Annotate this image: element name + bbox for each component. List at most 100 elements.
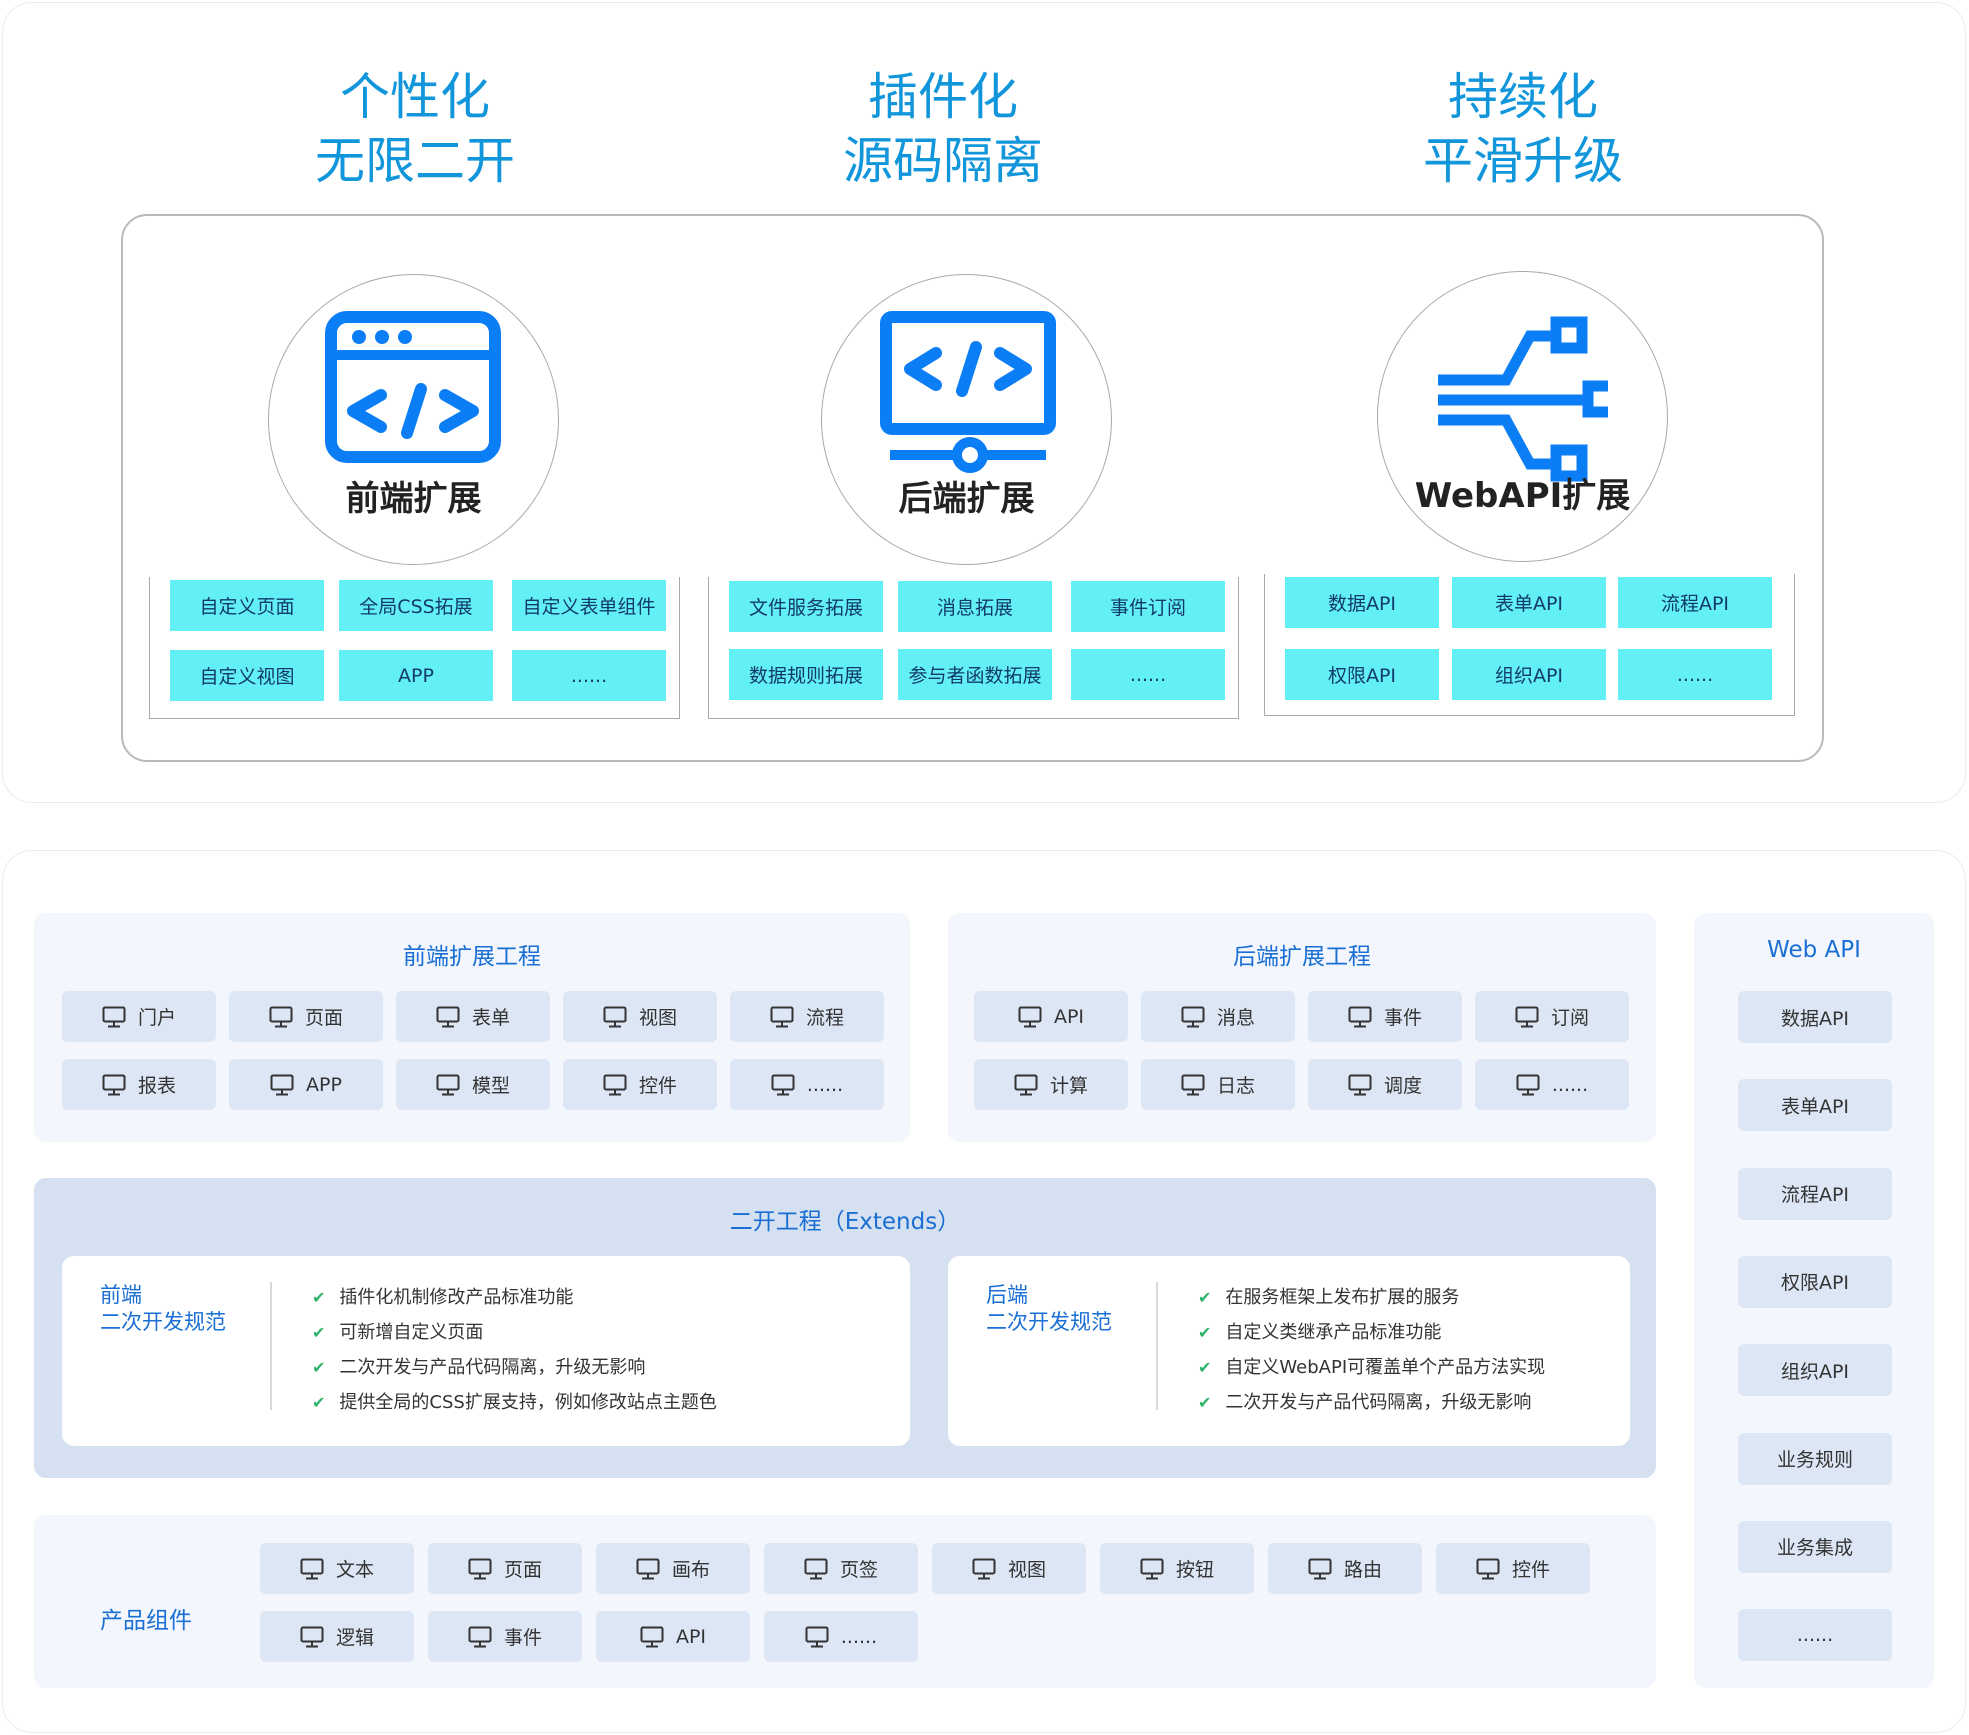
monitor-code-icon	[880, 311, 1056, 473]
component-chip[interactable]: 事件	[428, 1611, 582, 1662]
list-item-text: 自定义WebAPI可覆盖单个产品方法实现	[1225, 1357, 1546, 1378]
component-chip[interactable]: 文本	[260, 1543, 414, 1594]
component-chip[interactable]: 调度	[1308, 1059, 1462, 1110]
component-chip[interactable]: 日志	[1141, 1059, 1295, 1110]
list-item: ✔自定义类继承产品标准功能	[1198, 1315, 1545, 1350]
component-chip[interactable]: ......	[1475, 1059, 1629, 1110]
list-item-text: 插件化机制修改产品标准功能	[339, 1287, 574, 1308]
monitor-icon	[269, 1006, 293, 1027]
tile-flow-api: 流程API	[1618, 577, 1772, 628]
web-api-item[interactable]: 组织API	[1738, 1344, 1892, 1397]
component-chip-label: API	[1053, 1005, 1085, 1028]
component-chip-label: 画布	[671, 1559, 710, 1581]
headline-line1: 持续化	[1448, 68, 1598, 126]
check-icon: ✔	[312, 1393, 326, 1412]
monitor-icon	[1348, 1006, 1372, 1027]
component-chip-label: ......	[1551, 1073, 1589, 1096]
component-chip-label: 表单	[471, 1007, 510, 1029]
monitor-icon	[771, 1074, 795, 1095]
component-chip[interactable]: ......	[730, 1059, 884, 1110]
component-chip[interactable]: 消息	[1141, 991, 1295, 1042]
component-chip[interactable]: 路由	[1268, 1543, 1422, 1594]
webapi-extension-label: WebAPI扩展	[1414, 476, 1631, 516]
component-chip[interactable]: 门户	[62, 991, 216, 1042]
web-api-item[interactable]: 权限API	[1738, 1255, 1892, 1308]
component-chip[interactable]: 表单	[396, 991, 550, 1042]
list-item-text: 自定义类继承产品标准功能	[1225, 1322, 1442, 1343]
tile-global-css: 全局CSS拓展	[339, 580, 493, 631]
headline-line2: 源码隔离	[843, 132, 1043, 190]
tile-data-api: 数据API	[1285, 577, 1439, 628]
web-api-item[interactable]: 业务集成	[1738, 1520, 1892, 1573]
web-api-item[interactable]: 流程API	[1738, 1167, 1892, 1220]
headline-line1: 插件化	[868, 68, 1018, 126]
monitor-icon	[972, 1558, 996, 1579]
monitor-icon	[270, 1074, 294, 1095]
component-chip[interactable]: 页面	[428, 1543, 582, 1594]
component-chip[interactable]: 报表	[62, 1059, 216, 1110]
web-api-item[interactable]: 业务规则	[1738, 1432, 1892, 1485]
monitor-icon	[603, 1074, 627, 1095]
component-chip-label: 流程	[805, 1007, 844, 1029]
component-chip[interactable]: 页面	[229, 991, 383, 1042]
component-chip[interactable]: 流程	[730, 991, 884, 1042]
component-chip-label: 日志	[1216, 1075, 1255, 1097]
component-chip[interactable]: APP	[229, 1059, 383, 1110]
component-chip[interactable]: API	[596, 1611, 750, 1662]
backend-dev-spec-list: ✔在服务框架上发布扩展的服务 ✔自定义类继承产品标准功能 ✔自定义WebAPI可…	[1198, 1280, 1545, 1420]
monitor-icon	[436, 1006, 460, 1027]
tile-form-api: 表单API	[1452, 577, 1606, 628]
component-chip-label: 页签	[839, 1559, 878, 1581]
browser-code-icon	[325, 311, 501, 463]
component-chip[interactable]: 页签	[764, 1543, 918, 1594]
list-item: ✔二次开发与产品代码隔离，升级无影响	[1198, 1385, 1545, 1420]
extends-project-section: 二开工程（Extends） 前端 二次开发规范 ✔插件化机制修改产品标准功能 ✔…	[34, 1178, 1656, 1478]
frontend-tiles-frame	[149, 577, 680, 719]
component-chip[interactable]: 按钮	[1100, 1543, 1254, 1594]
component-chip[interactable]: 逻辑	[260, 1611, 414, 1662]
product-components-title: 产品组件	[100, 1608, 192, 1634]
check-icon: ✔	[312, 1323, 326, 1342]
list-item-text: 可新增自定义页面	[339, 1322, 484, 1343]
web-api-item[interactable]: 表单API	[1738, 1079, 1892, 1132]
component-chip-label: 按钮	[1175, 1559, 1214, 1581]
list-item-text: 在服务框架上发布扩展的服务	[1225, 1287, 1460, 1308]
tile-permission-api: 权限API	[1285, 649, 1439, 700]
list-item: ✔二次开发与产品代码隔离，升级无影响	[312, 1350, 717, 1385]
component-chip[interactable]: 控件	[1436, 1543, 1590, 1594]
component-chip[interactable]: 视图	[932, 1543, 1086, 1594]
component-chip[interactable]: 控件	[563, 1059, 717, 1110]
web-api-item[interactable]: 数据API	[1738, 991, 1892, 1043]
component-chip-label: 事件	[503, 1627, 542, 1649]
component-chip[interactable]: 事件	[1308, 991, 1462, 1042]
monitor-icon	[300, 1558, 324, 1579]
component-chip[interactable]: 订阅	[1475, 991, 1629, 1042]
headline-personalization: 个性化 无限二开	[235, 65, 595, 193]
web-api-item[interactable]: ......	[1738, 1609, 1892, 1662]
component-chip-label: 文本	[335, 1559, 374, 1581]
component-chip[interactable]: API	[974, 991, 1128, 1042]
component-chip-label: 事件	[1383, 1007, 1422, 1029]
tile-message: 消息拓展	[898, 581, 1052, 632]
component-chip-label: 视图	[638, 1007, 677, 1029]
component-chip-label: 控件	[1511, 1559, 1550, 1581]
frontend-dev-spec-head1: 前端	[100, 1283, 142, 1307]
component-chip-label: API	[675, 1625, 707, 1648]
list-item-text: 提供全局的CSS扩展支持，例如修改站点主题色	[339, 1392, 717, 1413]
component-chip[interactable]: 计算	[974, 1059, 1128, 1110]
frontend-dev-spec-card: 前端 二次开发规范 ✔插件化机制修改产品标准功能 ✔可新增自定义页面 ✔二次开发…	[62, 1256, 910, 1446]
component-chip[interactable]: 模型	[396, 1059, 550, 1110]
web-api-title: Web API	[1767, 937, 1861, 963]
component-chip[interactable]: ......	[764, 1611, 918, 1662]
check-icon: ✔	[312, 1288, 326, 1307]
tile-participant-function: 参与者函数拓展	[898, 649, 1052, 700]
monitor-icon	[804, 1558, 828, 1579]
list-item: ✔在服务框架上发布扩展的服务	[1198, 1280, 1545, 1315]
component-chip[interactable]: 画布	[596, 1543, 750, 1594]
backend-dev-spec-head1: 后端	[986, 1283, 1028, 1307]
component-chip[interactable]: 视图	[563, 991, 717, 1042]
list-item-text: 二次开发与产品代码隔离，升级无影响	[339, 1357, 646, 1378]
component-chip-label: 页面	[503, 1559, 542, 1581]
frontend-extension-label: 前端扩展	[345, 479, 482, 519]
